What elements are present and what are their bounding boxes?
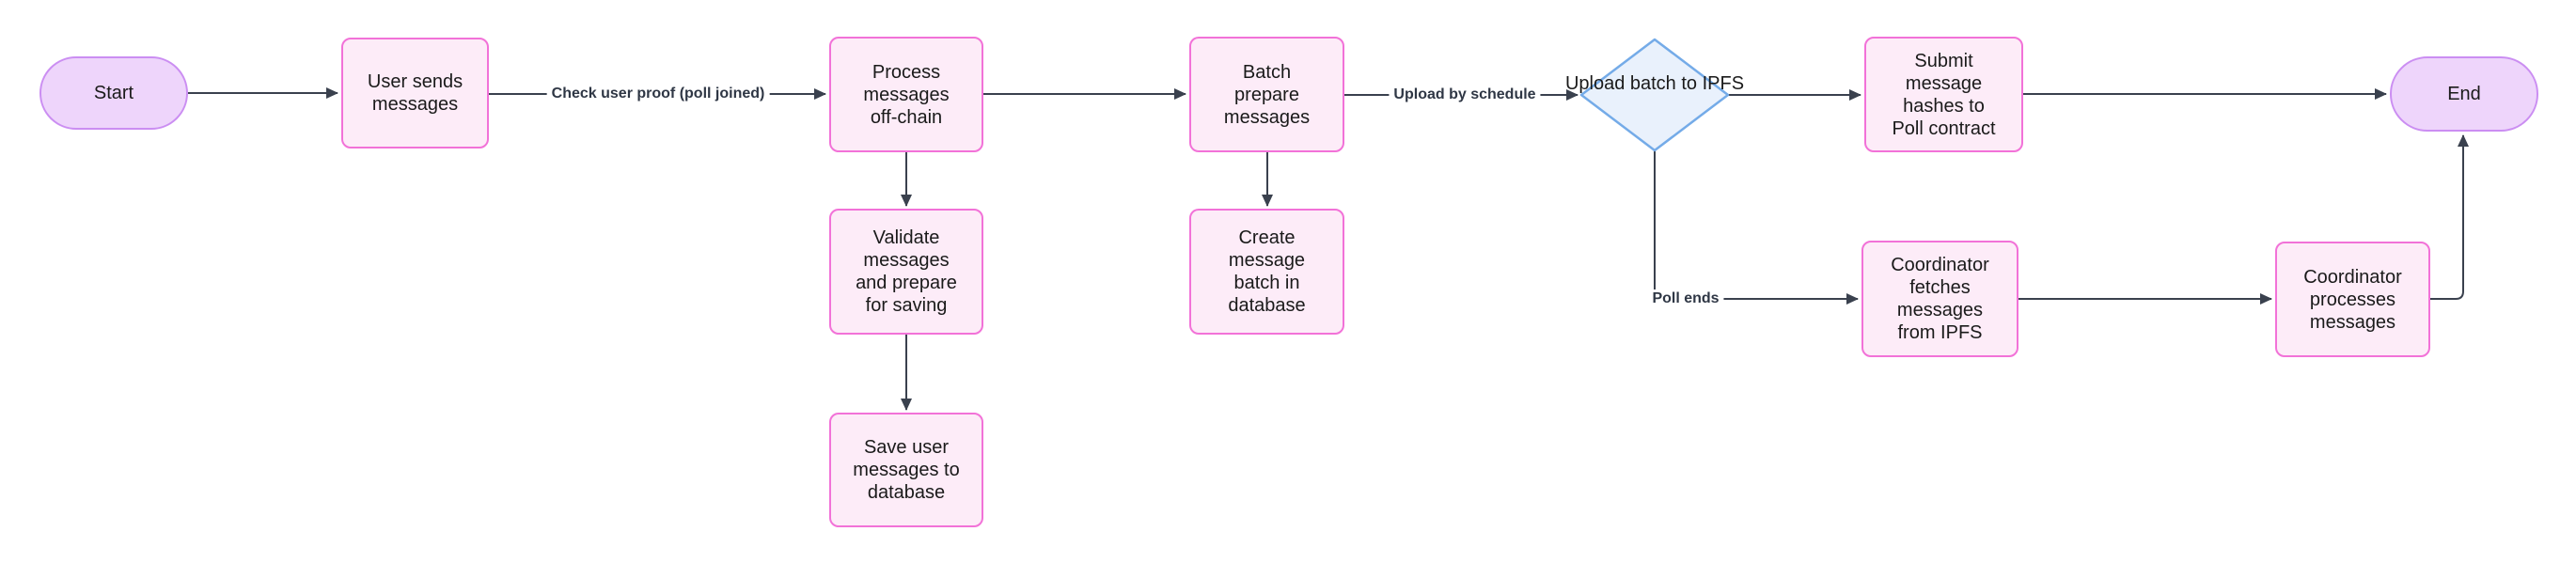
node-validate-messages-label: Validate messages and prepare for saving — [856, 227, 957, 316]
node-process-messages-off-chain[interactable]: Process messages off-chain — [829, 37, 983, 152]
edge-label-check-user-proof: Check user proof (poll joined) — [546, 85, 770, 103]
node-submit-message-hashes-label: Submit message hashes to Poll contract — [1892, 50, 1996, 139]
node-end-label: End — [2447, 84, 2481, 104]
node-upload-batch-to-ipfs-shape[interactable] — [1579, 38, 1730, 152]
node-start-label: Start — [93, 83, 134, 103]
node-process-messages-off-chain-label: Process messages off-chain — [863, 61, 950, 128]
edge-label-poll-ends: Poll ends — [1647, 289, 1724, 308]
node-create-message-batch-label: Create message batch in database — [1228, 227, 1306, 316]
node-user-sends-messages[interactable]: User sends messages — [341, 38, 489, 149]
node-coordinator-processes-messages-label: Coordinator processes messages — [2303, 266, 2402, 333]
node-batch-prepare-messages-label: Batch prepare messages — [1223, 61, 1311, 128]
node-batch-prepare-messages[interactable]: Batch prepare messages — [1189, 37, 1344, 152]
node-start[interactable]: Start — [39, 56, 188, 130]
edge-label-upload-by-schedule: Upload by schedule — [1389, 86, 1541, 104]
node-create-message-batch[interactable]: Create message batch in database — [1189, 209, 1344, 335]
edge-coordinator-processes-to-end — [2430, 134, 2469, 300]
node-coordinator-processes-messages[interactable]: Coordinator processes messages — [2275, 242, 2430, 357]
node-upload-batch-to-ipfs-label: Upload batch to IPFS — [1564, 73, 1745, 94]
node-validate-messages[interactable]: Validate messages and prepare for saving — [829, 209, 983, 335]
node-save-user-messages[interactable]: Save user messages to database — [829, 413, 983, 527]
node-submit-message-hashes[interactable]: Submit message hashes to Poll contract — [1864, 37, 2023, 152]
node-coordinator-fetches-messages[interactable]: Coordinator fetches messages from IPFS — [1861, 241, 2018, 357]
node-user-sends-messages-label: User sends messages — [367, 71, 463, 115]
node-coordinator-fetches-messages-label: Coordinator fetches messages from IPFS — [1891, 255, 1989, 343]
node-end[interactable]: End — [2390, 56, 2538, 132]
edge-upload-diamond-to-coordinator-fetches — [1654, 150, 1859, 305]
node-save-user-messages-label: Save user messages to database — [853, 437, 960, 503]
